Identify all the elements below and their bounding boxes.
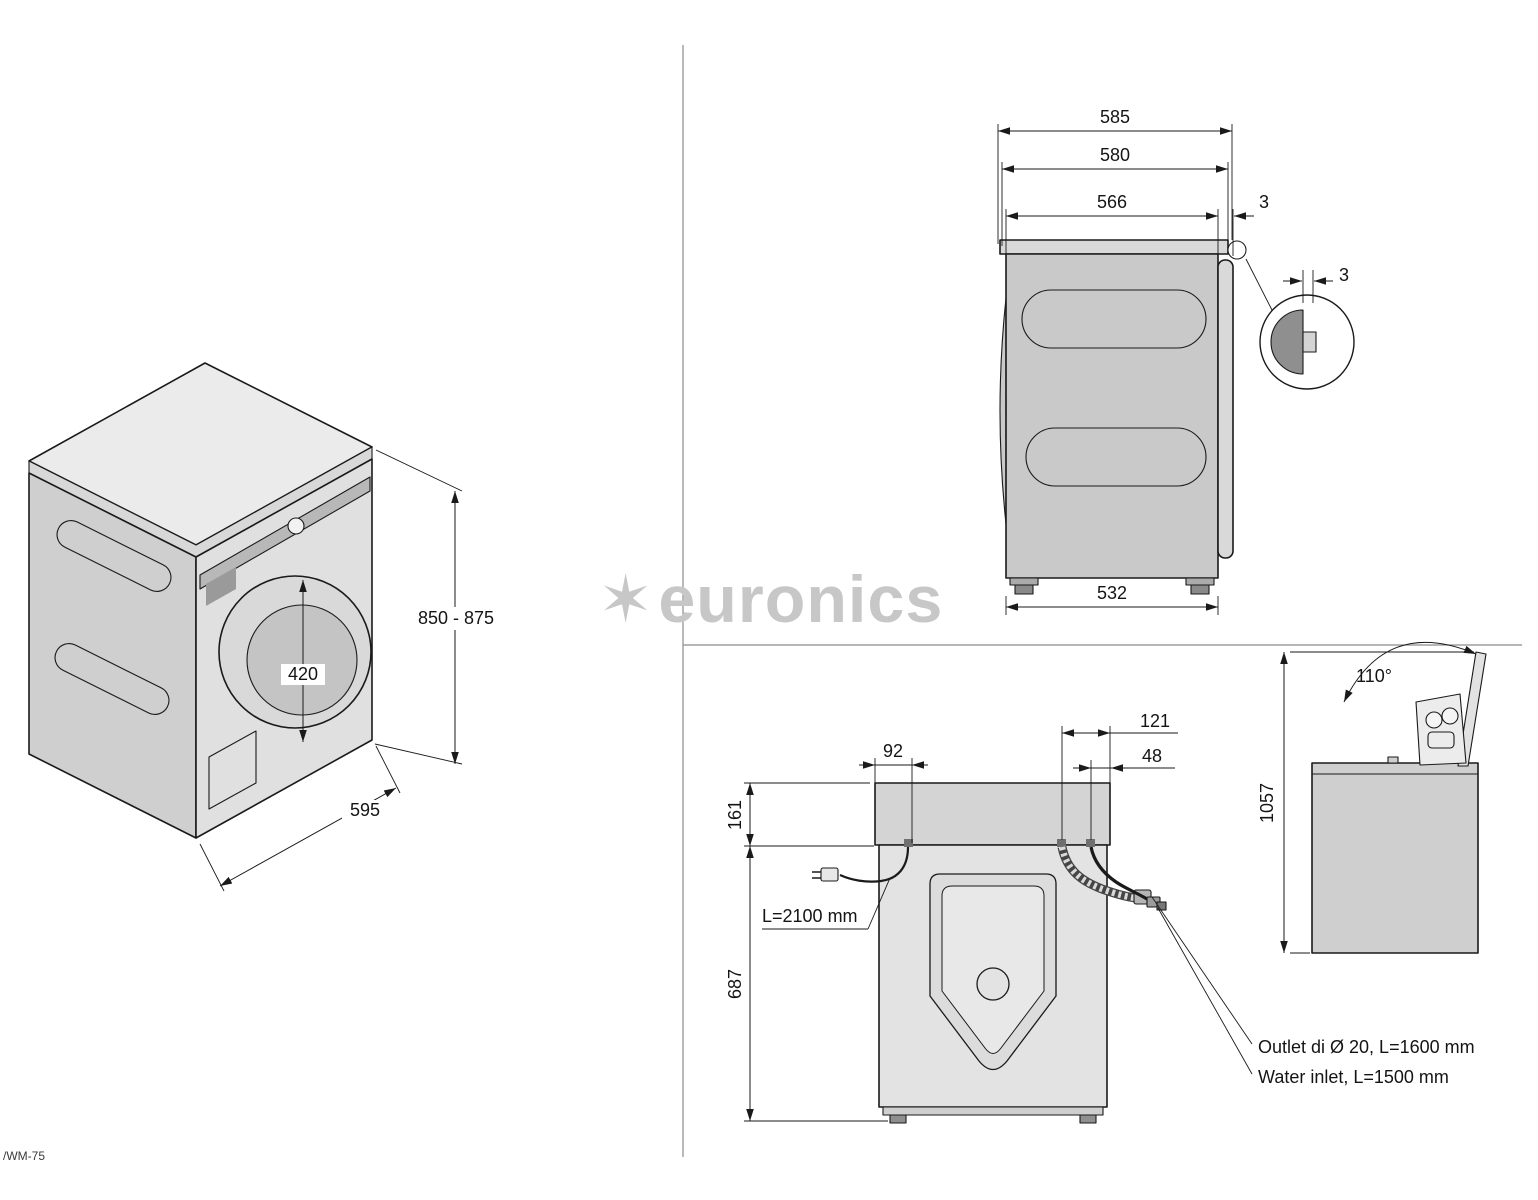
dim-label-48: 48	[1142, 746, 1162, 766]
foot-left-pad	[1009, 577, 1039, 586]
foot-left	[1014, 584, 1034, 595]
dim-label-1057: 1057	[1257, 783, 1277, 823]
kick-panel	[208, 730, 257, 810]
dim-687: 687	[725, 846, 888, 1122]
dim-label-580: 580	[1100, 145, 1130, 165]
dim-label-161: 161	[725, 800, 745, 830]
cabinet-cross-section	[1302, 331, 1317, 353]
dim-161: 161	[725, 782, 874, 847]
side-body	[1005, 253, 1219, 579]
inlet-hose-nut	[1156, 901, 1167, 911]
dim-585: 585	[997, 107, 1233, 244]
dim-label-depth: 595	[350, 800, 380, 820]
dim-532: 532	[1005, 583, 1219, 615]
side-emboss-bottom	[54, 643, 170, 715]
dim-121: 121	[1061, 711, 1178, 840]
rear-bulge	[999, 297, 1007, 525]
dim-92: 92	[859, 741, 928, 843]
dim-height: 850 - 875	[374, 449, 500, 765]
lid-view-body	[1311, 762, 1479, 954]
foot-right	[1190, 584, 1210, 595]
watermark: ✶euronics	[598, 562, 943, 636]
dim-label-687: 687	[725, 969, 745, 999]
dim-label-121: 121	[1140, 711, 1170, 731]
cord-outlet-fitting	[904, 839, 913, 847]
top-knob	[1387, 756, 1399, 764]
program-knob	[287, 517, 305, 535]
watermark-brand: euronics	[658, 562, 943, 636]
side-vent-bottom	[1025, 427, 1207, 487]
dim-label-585: 585	[1100, 107, 1130, 127]
drain-fitting	[1057, 839, 1066, 847]
drum-axle-cap	[976, 967, 1010, 1001]
rear-top-band	[874, 782, 1111, 846]
tabletop	[999, 239, 1229, 255]
footer-code: /WM-75	[3, 1149, 45, 1163]
outlet-label: Outlet di Ø 20, L=1600 mm	[1258, 1037, 1475, 1057]
dim-580: 580	[1001, 145, 1229, 254]
dim-label-3-door: 3	[1259, 192, 1269, 212]
control-panel-strip	[199, 476, 371, 590]
cord-length-label: L=2100 mm	[762, 906, 858, 926]
dim-48: 48	[1073, 746, 1175, 840]
plug-icon	[820, 867, 839, 882]
lid-open-view: 110° 1057	[1257, 641, 1487, 954]
dim-label-height: 850 - 875	[418, 608, 494, 628]
detergent-cup-left	[1425, 711, 1443, 729]
side-emboss-top	[56, 520, 172, 592]
rear-base	[882, 1106, 1104, 1116]
cord-length-callout: L=2100 mm	[762, 877, 891, 930]
inlet-label: Water inlet, L=1500 mm	[1258, 1067, 1449, 1087]
dim-door-diameter: 420	[281, 580, 325, 742]
door-cross-section	[1270, 309, 1304, 375]
angle-label: 110°	[1356, 666, 1392, 686]
rear-view: L=2100 mm Outlet di Ø 20, L=1600 mm Wate…	[725, 711, 1475, 1124]
dim-label-532: 532	[1097, 583, 1127, 603]
inlet-fitting	[1086, 839, 1095, 847]
foot-right-pad	[1185, 577, 1215, 586]
detergent-tray	[1427, 731, 1455, 749]
side-vent-top	[1021, 289, 1207, 349]
door-edge	[1217, 259, 1234, 559]
power-cord	[812, 846, 910, 883]
rear-foot-left	[889, 1114, 907, 1124]
dim-1057: 1057	[1257, 652, 1310, 954]
rear-foot-right	[1079, 1114, 1097, 1124]
dim-566: 566 3	[1005, 192, 1269, 258]
side-view: 585 580 566 3 532	[997, 107, 1355, 615]
dim-label-door-diameter: 420	[288, 664, 318, 684]
watermark-star-icon: ✶	[598, 562, 654, 636]
door-glass	[246, 604, 358, 716]
isometric-view: 420 850 - 875 595	[28, 362, 500, 892]
hinge-corner	[1227, 240, 1247, 260]
dim-label-3-detail: 3	[1339, 265, 1349, 285]
detail-circle: 3	[1245, 258, 1355, 390]
dim-opening-angle: 110°	[1343, 641, 1477, 703]
detergent-drawer	[1415, 693, 1467, 766]
hose-callouts: Outlet di Ø 20, L=1600 mm Water inlet, L…	[1151, 896, 1475, 1087]
dim-label-92: 92	[883, 741, 903, 761]
display-window	[206, 567, 236, 606]
dim-depth: 595	[199, 745, 401, 892]
dim-label-566: 566	[1097, 192, 1127, 212]
detergent-cup-right	[1441, 707, 1459, 725]
panel-dividers	[682, 45, 1522, 1157]
